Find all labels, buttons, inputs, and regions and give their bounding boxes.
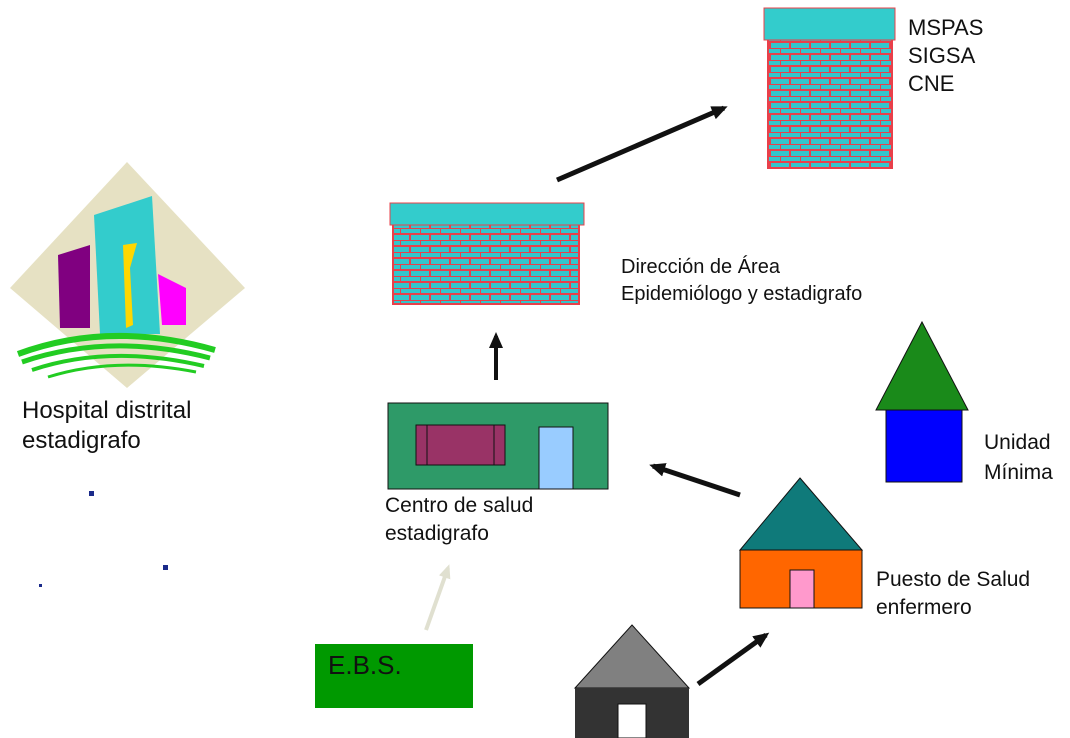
minimal-unit-line2: Mínima: [984, 461, 1053, 484]
arrow-house-to-post: [696, 632, 770, 687]
community-house: [573, 624, 691, 738]
top-authorities-label: MSPAS SIGSA CNE: [908, 14, 983, 98]
area-direction-line2: Epidemiólogo y estadigrafo: [621, 283, 863, 305]
minimal-unit-house: [875, 320, 969, 483]
hospital-line1: Hospital distrital: [22, 397, 192, 424]
health-post-label: Puesto de Salud enfermero: [876, 566, 1030, 622]
minimal-unit-line1: Unidad: [984, 431, 1051, 454]
health-post-line2: enfermero: [876, 596, 972, 619]
hospital-line2: estadigrafo: [22, 427, 141, 454]
hospital-label: Hospital distrital estadigrafo: [22, 396, 191, 456]
hospital-logo: [10, 162, 245, 388]
health-center-building: [387, 402, 609, 490]
area-direction-label: Dirección de Área Epidemiólogo y estadig…: [621, 254, 862, 308]
ebs-box: [315, 644, 473, 708]
health-center-label: Centro de salud estadigrafo: [385, 492, 533, 548]
ebs-label: E.B.S.: [328, 650, 402, 680]
scattered-dots: [39, 491, 168, 587]
arrow-post-to-center: [649, 463, 741, 498]
sigsa-text: SIGSA: [908, 43, 976, 68]
health-center-line2: estadigrafo: [385, 522, 489, 545]
area-direction-building: [389, 202, 585, 305]
cne-text: CNE: [908, 71, 955, 96]
minimal-unit-label: Unidad Mínima: [984, 428, 1053, 488]
health-post-line1: Puesto de Salud: [876, 568, 1031, 591]
area-direction-line1: Dirección de Área: [621, 256, 780, 278]
mspas-text: MSPAS: [908, 15, 984, 40]
arrow-ebs-to-center: [424, 564, 451, 631]
mspas-building: [763, 7, 896, 169]
health-center-line1: Centro de salud: [385, 494, 534, 517]
arrow-area-to-mspas: [556, 105, 728, 183]
health-post-house: [738, 477, 864, 609]
